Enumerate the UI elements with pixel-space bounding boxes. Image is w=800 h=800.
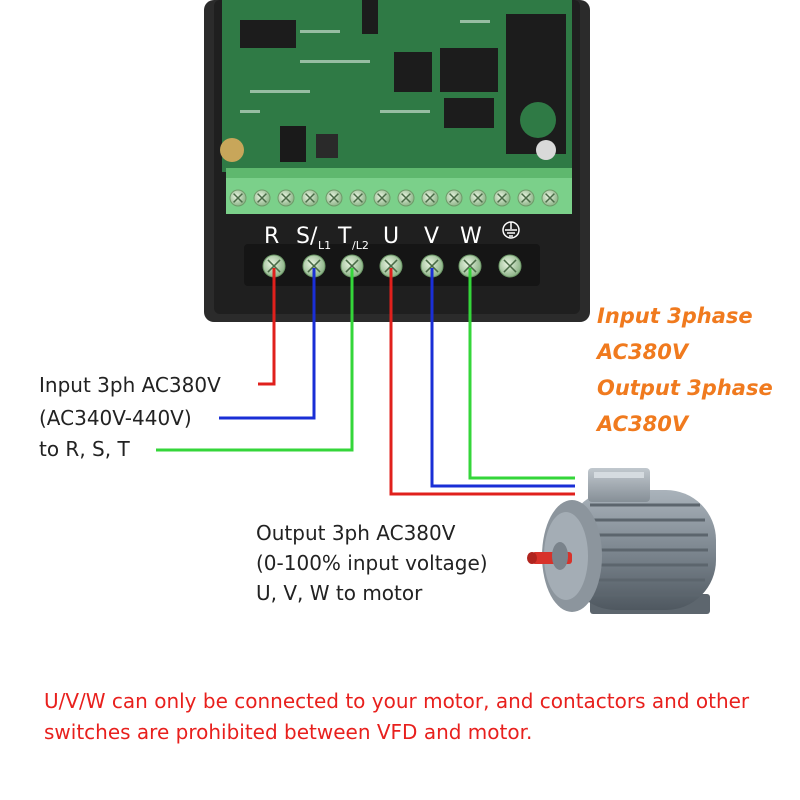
signal-terminal-block bbox=[226, 168, 572, 214]
terminal-label-s: S/ bbox=[296, 224, 318, 249]
spec-input-phase: Input 3phase bbox=[597, 304, 753, 328]
wire-v bbox=[430, 268, 575, 488]
ground-symbol-icon bbox=[502, 221, 520, 239]
signal-screw-icon bbox=[373, 189, 391, 207]
signal-screw-icon bbox=[421, 189, 439, 207]
wires bbox=[156, 268, 575, 496]
circuit-board bbox=[220, 0, 572, 172]
signal-screw-icon bbox=[445, 189, 463, 207]
terminal-label-t-sub: /L2 bbox=[352, 239, 369, 252]
input-note-line1: Input 3ph AC380V bbox=[39, 373, 221, 397]
signal-screw-icon bbox=[541, 189, 559, 207]
power-terminal-screw-icon bbox=[379, 254, 403, 278]
spec-output-voltage: AC380V bbox=[597, 412, 689, 436]
input-note-line2: (AC340V-440V) bbox=[39, 406, 192, 430]
wire-t bbox=[156, 268, 354, 452]
spec-output-phase: Output 3phase bbox=[597, 376, 773, 400]
signal-screw-icon bbox=[325, 189, 343, 207]
output-note-line3: U, V, W to motor bbox=[256, 581, 423, 605]
power-terminal-strip bbox=[244, 244, 540, 286]
wire-w bbox=[468, 268, 575, 480]
signal-screw-icon bbox=[493, 189, 511, 207]
signal-screw-icon bbox=[349, 189, 367, 207]
spec-input-voltage: AC380V bbox=[597, 340, 689, 364]
signal-screw-icon bbox=[229, 189, 247, 207]
terminal-label-w: W bbox=[460, 224, 482, 249]
output-note-line2: (0-100% input voltage) bbox=[256, 551, 488, 575]
power-terminal-screw-icon bbox=[498, 254, 522, 278]
motor-illustration bbox=[527, 468, 716, 614]
signal-screw-icon bbox=[301, 189, 319, 207]
input-note-line3: to R, S, T bbox=[39, 437, 130, 461]
terminal-label-r: R bbox=[264, 224, 279, 249]
signal-screw-icon bbox=[469, 189, 487, 207]
signal-screw-icon bbox=[517, 189, 535, 207]
wire-r bbox=[258, 268, 276, 386]
signal-screw-icon bbox=[397, 189, 415, 207]
terminal-label-v: V bbox=[424, 224, 439, 249]
terminal-labels: R S/ L1 T /L2 U V W bbox=[264, 221, 520, 252]
wire-s bbox=[219, 268, 316, 420]
terminal-label-u: U bbox=[383, 224, 399, 249]
signal-screw-icon bbox=[277, 189, 295, 207]
warning-message: U/V/W can only be connected to your moto… bbox=[44, 689, 750, 744]
terminal-label-s-sub: L1 bbox=[318, 239, 331, 252]
terminal-label-t: T bbox=[337, 224, 352, 249]
signal-screw-icon bbox=[253, 189, 271, 207]
wire-u bbox=[389, 268, 575, 496]
output-note-line1: Output 3ph AC380V bbox=[256, 521, 456, 545]
power-terminal-screw-icon bbox=[302, 254, 326, 278]
